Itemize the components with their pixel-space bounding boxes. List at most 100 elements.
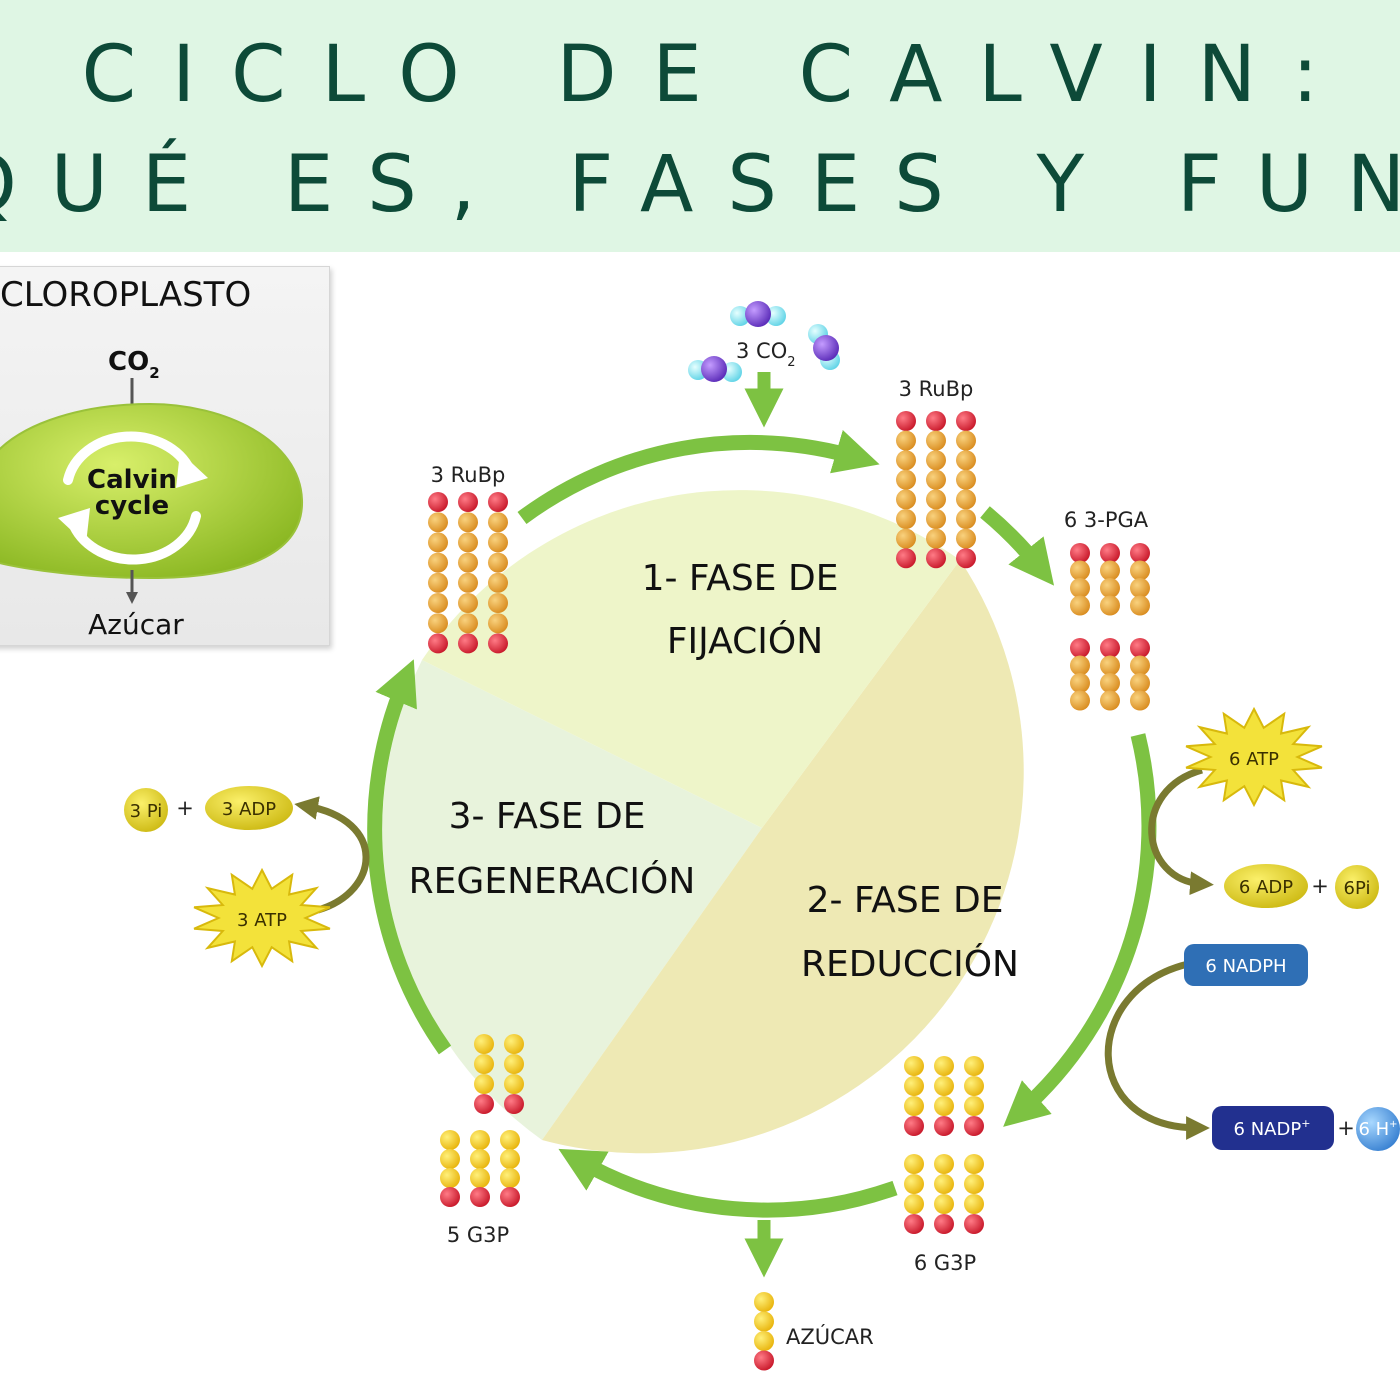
- rubp-top-label: 3 RuBp: [899, 377, 974, 401]
- sector-fixation: [422, 490, 960, 828]
- atp-6-group: 6 ATP 6 ADP + 6Pi: [1148, 706, 1379, 909]
- molecule-bead: [904, 1076, 924, 1096]
- sector-reduction: [542, 560, 1024, 1154]
- co2-molecule-icon: [730, 301, 786, 327]
- molecule-bead: [1130, 578, 1150, 598]
- molecule-bead: [500, 1130, 520, 1150]
- molecule-bead: [896, 548, 916, 569]
- molecule-bead: [1070, 560, 1090, 581]
- molecule-bead: [926, 450, 946, 471]
- nadph-6-label: 6 NADPH: [1205, 956, 1286, 977]
- molecule-bead: [934, 1056, 954, 1076]
- molecule-bead: [458, 552, 478, 573]
- adp-6-pill-icon: [1224, 864, 1308, 908]
- pi-6-icon: [1335, 865, 1379, 909]
- g3p-5-label: 5 G3P: [447, 1223, 509, 1247]
- molecule-bead: [440, 1187, 460, 1207]
- atp-3-label: 3 ATP: [237, 910, 287, 931]
- molecule-bead: [440, 1130, 460, 1150]
- cycle-arrow-regeneration: [367, 659, 452, 1055]
- molecule-bead: [440, 1149, 460, 1169]
- molecule-bead: [896, 489, 916, 510]
- molecule-bead: [458, 512, 478, 533]
- phase-sectors: [382, 490, 1024, 1154]
- molecule-bead: [504, 1034, 524, 1054]
- molecule-bead: [458, 613, 478, 634]
- molecule-bead: [428, 512, 448, 533]
- molecule-bead: [964, 1116, 984, 1136]
- h-6-icon: [1356, 1107, 1400, 1151]
- molecule-bead: [1070, 638, 1090, 658]
- molecule-bead: [470, 1168, 490, 1188]
- molecule-bead: [1130, 638, 1150, 658]
- molecule-bead: [488, 633, 508, 654]
- molecule-bead: [926, 411, 946, 431]
- molecule-bead: [956, 548, 976, 569]
- chloroplast-inset: CLOROPLASTO CO2 Calvin cycle Azúcar: [0, 275, 304, 641]
- molecule-bead: [1130, 543, 1150, 563]
- molecule-bead: [458, 593, 478, 613]
- molecule-labels: 3 RuBp 3 RuBp 6 3-PGA 6 G3P 5 G3P AZÚCAR: [431, 377, 1149, 1349]
- molecule-bead: [474, 1034, 494, 1054]
- pi-3-label: 3 Pi: [130, 801, 163, 822]
- molecule-bead: [428, 593, 448, 613]
- molecule-bead: [488, 552, 508, 573]
- molecule-bead: [896, 450, 916, 471]
- molecule-bead: [926, 528, 946, 549]
- h-6-label: 6 H+: [1358, 1119, 1397, 1140]
- molecule-bead: [458, 572, 478, 593]
- plus-sign: +: [1337, 1116, 1355, 1140]
- molecule-bead: [1100, 673, 1120, 693]
- molecule-bead: [926, 548, 946, 569]
- molecule-bead: [500, 1187, 520, 1207]
- molecule-bead: [504, 1054, 524, 1074]
- molecule-bead: [956, 411, 976, 431]
- cycle-arrow-to-pga: [980, 506, 1055, 586]
- inset-output-label: Azúcar: [88, 608, 184, 641]
- cycle-arrow-bottom-icon: [69, 511, 201, 565]
- molecule-bead: [926, 430, 946, 451]
- molecule-bead: [956, 509, 976, 529]
- molecule-bead: [1130, 560, 1150, 581]
- inset-cycle-label-1: Calvin: [87, 465, 177, 495]
- molecule-bead: [428, 613, 448, 634]
- molecule-bead: [754, 1311, 774, 1332]
- sugar-label: AZÚCAR: [786, 1324, 874, 1349]
- molecule-bead: [754, 1350, 774, 1371]
- molecule-bead: [904, 1056, 924, 1076]
- cycle-arrow-reduction: [1003, 733, 1157, 1127]
- molecule-bead: [488, 593, 508, 613]
- molecule-bead: [964, 1214, 984, 1234]
- molecule-bead: [964, 1096, 984, 1116]
- molecule-bead: [470, 1187, 490, 1207]
- plus-sign: +: [1311, 874, 1329, 898]
- molecule-bead: [440, 1168, 460, 1188]
- pga-label: 6 3-PGA: [1064, 508, 1149, 532]
- molecule-bead: [428, 572, 448, 593]
- molecule-bead: [964, 1194, 984, 1214]
- cycle-arrow-to-g3p5: [558, 1148, 898, 1218]
- molecule-bead: [428, 532, 448, 553]
- molecule-bead: [934, 1214, 954, 1234]
- molecule-bead: [956, 450, 976, 471]
- molecule-bead: [1130, 595, 1150, 616]
- molecule-bead: [428, 492, 448, 512]
- adp-6-label: 6 ADP: [1239, 877, 1293, 898]
- molecule-bead: [428, 633, 448, 654]
- molecule-bead: [1100, 560, 1120, 581]
- molecule-bead: [488, 572, 508, 593]
- nadph-arrow: [1104, 960, 1210, 1140]
- cycle-arrows: [367, 372, 1157, 1278]
- molecule-bead: [964, 1076, 984, 1096]
- inset-output-arrow: [126, 592, 138, 604]
- adp-3-label: 3 ADP: [222, 799, 276, 820]
- molecule-bead: [500, 1168, 520, 1188]
- phase-fixation-title: 1- FASE DE: [642, 558, 839, 599]
- molecule-bead: [488, 532, 508, 553]
- molecule-bead: [474, 1074, 494, 1094]
- molecule-bead: [504, 1094, 524, 1114]
- co2-molecules: 3 CO2: [688, 301, 840, 382]
- molecule-bead: [470, 1149, 490, 1169]
- molecule-bead: [934, 1076, 954, 1096]
